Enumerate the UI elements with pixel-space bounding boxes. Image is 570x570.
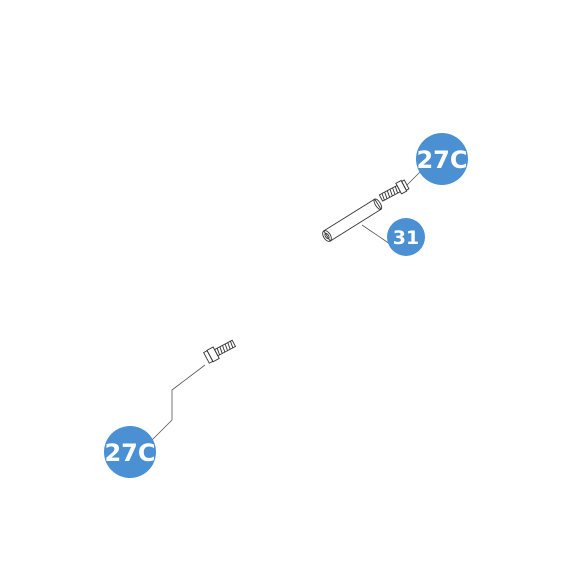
- bottom-screw-leader: [151, 364, 206, 441]
- callout-top-screw-bubble: [416, 133, 468, 185]
- callout-sleeve[interactable]: 31: [387, 218, 425, 256]
- callout-top-screw-label: 27C: [416, 146, 467, 174]
- callout-top-screw[interactable]: 27C: [416, 133, 468, 185]
- callout-bottom-screw[interactable]: 27C: [104, 426, 156, 478]
- sleeve-part: [322, 198, 383, 242]
- top-screw-leader: [406, 171, 421, 186]
- callout-bottom-screw-bubble: [104, 426, 156, 478]
- callout-bottom-screw-label: 27C: [104, 439, 155, 467]
- sleeve-leader: [361, 224, 391, 245]
- callout-sleeve-label: 31: [393, 227, 419, 249]
- bottom-screw-part: [203, 339, 237, 364]
- callout-sleeve-bubble: [387, 218, 425, 256]
- top-screw-part: [378, 179, 410, 202]
